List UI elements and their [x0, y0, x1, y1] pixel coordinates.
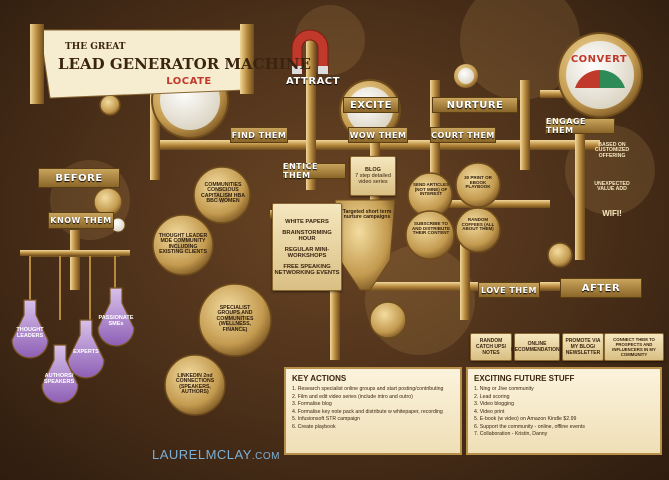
step-court-them: COURT THEM	[430, 127, 496, 143]
title-line-2: LEAD GENERATOR MACHINE	[58, 55, 311, 73]
step-know-them: KNOW THEM	[48, 212, 114, 229]
future-stuff-panel: EXCITING FUTURE STUFF 1. Ning or Jive co…	[466, 367, 662, 455]
future-item: 4. Video print	[474, 408, 505, 415]
brand-suffix: .COM	[251, 451, 281, 462]
step-love-them: LOVE THEM	[478, 282, 540, 298]
gear-thought-leader: THOUGHT LEADER MDE COMMUNITY INCLUDING E…	[158, 233, 208, 256]
future-item: 2. Lead scoring	[474, 393, 510, 400]
love-item: PROMOTE VIA MY BLOG/ NEWSLETTER	[562, 333, 604, 361]
step-entice-them: ENTICE THEM	[282, 162, 346, 180]
key-action-item: 4. Formalise key note pack and distribut…	[292, 408, 443, 415]
targeted-campaigns: Targeted short term nurture campaigns	[342, 209, 392, 221]
future-item: 3. Video blogging	[474, 401, 514, 408]
blog-text: 7 step detailed video series	[355, 173, 391, 185]
brand-logo: LAURELMCLAY.COM	[152, 447, 280, 462]
key-action-item: 5. Infusionsoft STR campaign	[292, 416, 361, 423]
love-item: CONNECT THEM TO PROSPECTS AND INFLUENCER…	[604, 333, 664, 361]
engage-item: WIFI!	[602, 209, 622, 218]
blog-title: BLOG	[365, 167, 381, 173]
brand-name: LAURELMCLAY	[152, 447, 252, 462]
flask-passionate-smes: PASSIONATE SMEs	[98, 315, 134, 327]
stage-excite: EXCITE	[343, 97, 399, 113]
stage-after: AFTER	[560, 278, 642, 298]
gear-specialist-groups: SPECIALIST GROUPS AND COMMUNITIES (WELLN…	[216, 305, 254, 333]
stage-nurture: NURTURE	[432, 97, 518, 113]
entice-item: FREE SPEAKING NETWORKING EVENTS	[274, 263, 340, 276]
key-action-item: 2. Film and edit video series (include i…	[292, 393, 413, 400]
entice-item: WHITE PAPERS	[285, 218, 329, 225]
engage-item: UNEXPECTED VALUE ADD	[594, 181, 630, 193]
gear-random-coffees: RANDOM COFFEES (ALL ABOUT THEM)	[461, 217, 495, 232]
key-action-item: 1. Research specialist online groups and…	[292, 386, 444, 392]
key-actions-heading: KEY ACTIONS	[292, 374, 347, 383]
gear-playbook: 30 PRINT OR EBOOK PLAYBOOK	[464, 175, 492, 190]
gear-communities: COMMUNITIES CONSCIOUS CAPITALISM HBA BBC…	[201, 182, 245, 205]
key-action-item: 6. Create playbook	[292, 423, 336, 430]
future-item: 1. Ning or Jive community	[474, 386, 534, 392]
engage-item: BASED ON CUSTOMIZED OFFERING	[594, 142, 630, 159]
future-item: 5. E-book (w video) on Amazon Kindle $2.…	[474, 416, 577, 423]
gear-send-articles: SEND ARTICLES (NOT MINE) OF INTEREST	[412, 182, 450, 197]
step-find-them: FIND THEM	[230, 127, 288, 143]
title-line-1: THE GREAT	[65, 42, 126, 52]
stage-before: BEFORE	[38, 168, 120, 188]
love-item: ONLINE RECOMMENDATIONS	[511, 333, 563, 361]
stage-locate: LOCATE	[166, 75, 212, 87]
future-heading: EXCITING FUTURE STUFF	[474, 374, 575, 383]
gear-linkedin: LINKEDIN 2nd CONNECTIONS (SPEAKERS, AUTH…	[175, 373, 215, 396]
stage-attract: ATTRACT	[286, 75, 340, 87]
gear-subscribe: SUBSCRIBE TO AND DISTRIBUTE THEIR CONTEN…	[412, 221, 450, 236]
blog-panel: BLOG 7 step detailed video series	[350, 156, 396, 196]
key-actions-panel: KEY ACTIONS 1. Research specialist onlin…	[284, 367, 462, 455]
flask-authors-speakers: AUTHORS/ SPEAKERS	[43, 373, 75, 385]
love-item: RANDOM CATCH UPS/ NOTES	[470, 333, 512, 361]
entice-panel: WHITE PAPERS BRAINSTORMING HOUR REGULAR …	[272, 203, 342, 291]
future-item: 6. Support the community - online, offli…	[474, 423, 585, 430]
step-wow-them: WOW THEM	[348, 127, 408, 143]
entice-item: BRAINSTORMING HOUR	[282, 229, 332, 242]
stage-convert: CONVERT	[570, 53, 628, 65]
flask-experts: EXPERTS	[73, 349, 99, 355]
step-engage-them: ENGAGE THEM	[545, 117, 615, 135]
key-action-item: 3. Formalise blog	[292, 401, 332, 408]
entice-item: REGULAR MINI-WORKSHOPS	[284, 246, 330, 259]
future-item: 7. Collaboration - Kristin, Danny	[474, 431, 548, 438]
flask-thought-leaders: THOUGHT LEADERS	[16, 327, 44, 339]
